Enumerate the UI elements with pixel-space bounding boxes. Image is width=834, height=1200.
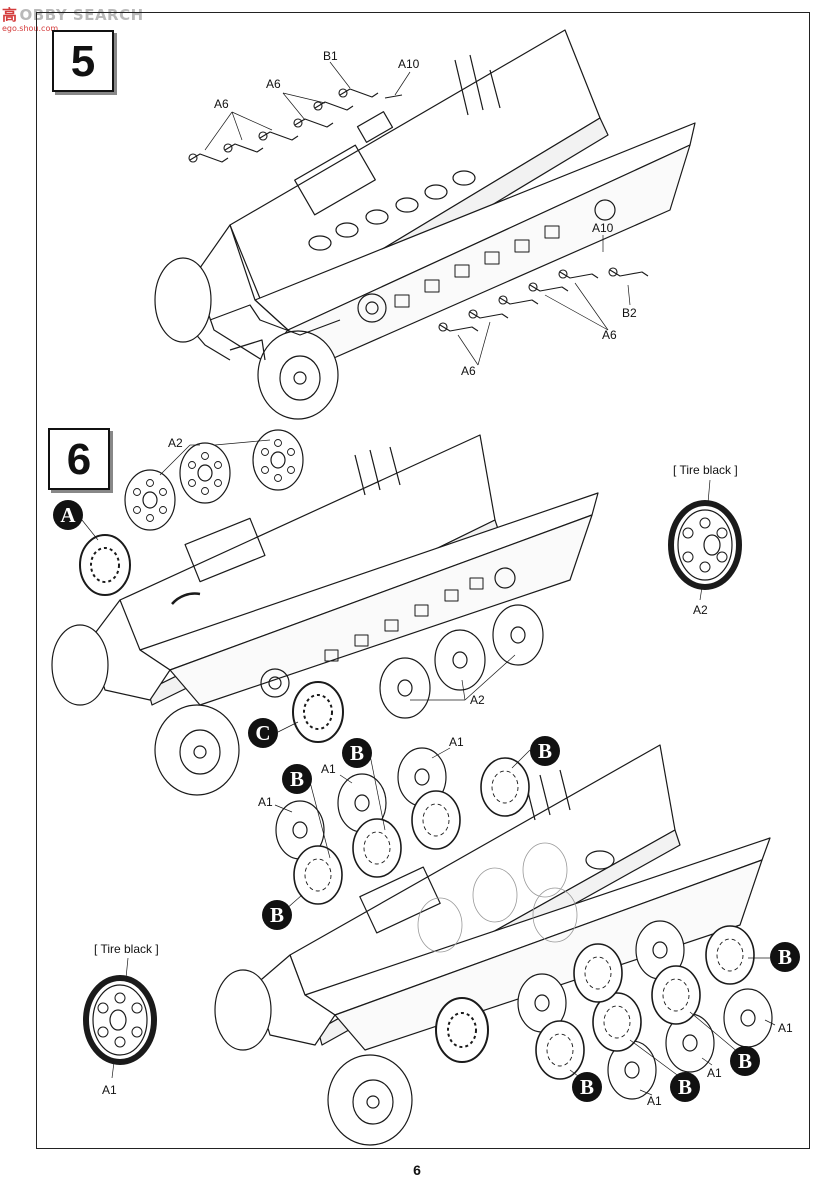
callout-b: B xyxy=(572,1072,602,1102)
part-label-a10: A10 xyxy=(398,57,420,71)
step6-hull-drawing-upper xyxy=(51,429,599,796)
step-number-6: 6 xyxy=(48,428,110,490)
part-label-a6: A6 xyxy=(266,77,281,91)
part-label-a2: A2 xyxy=(693,603,708,617)
part-label-a1: A1 xyxy=(321,762,336,776)
callout-b: B xyxy=(342,738,372,768)
part-label-a6: A6 xyxy=(461,364,476,378)
part-label-a6: A6 xyxy=(214,97,229,111)
part-label-b1: B1 xyxy=(323,49,338,63)
callout-b: B xyxy=(530,736,560,766)
callout-b: B xyxy=(730,1046,760,1076)
part-label-a1: A1 xyxy=(449,735,464,749)
page-number: 6 xyxy=(413,1162,421,1178)
step-number-5: 5 xyxy=(52,30,114,92)
tire-black-note: [ Tire black ] xyxy=(94,942,159,956)
tire-black-note: [ Tire black ] xyxy=(673,463,738,477)
part-label-a10: A10 xyxy=(592,221,614,235)
part-label-a1: A1 xyxy=(258,795,273,809)
tire-detail-a2 xyxy=(668,479,742,601)
step6-hull-drawing-lower xyxy=(214,744,776,1146)
part-label-a2: A2 xyxy=(168,436,183,450)
part-label-b2: B2 xyxy=(622,306,637,320)
tire-detail-a1 xyxy=(83,957,157,1079)
part-label-a1: A1 xyxy=(707,1066,722,1080)
tire-detail-part-label: A1 xyxy=(102,1083,117,1097)
part-label-a1: A1 xyxy=(778,1021,793,1035)
step5-hull-drawing xyxy=(154,29,696,420)
callout-a: A xyxy=(53,500,83,530)
callout-b: B xyxy=(770,942,800,972)
callout-b: B xyxy=(282,764,312,794)
part-label-a1: A1 xyxy=(647,1094,662,1108)
watermark-url: ego.shou.com xyxy=(2,24,59,33)
part-label-a2: A2 xyxy=(470,693,485,707)
callout-b: B xyxy=(670,1072,700,1102)
callout-b: B xyxy=(262,900,292,930)
page-frame xyxy=(36,12,810,1149)
callout-c: C xyxy=(248,718,278,748)
part-label-a6: A6 xyxy=(602,328,617,342)
